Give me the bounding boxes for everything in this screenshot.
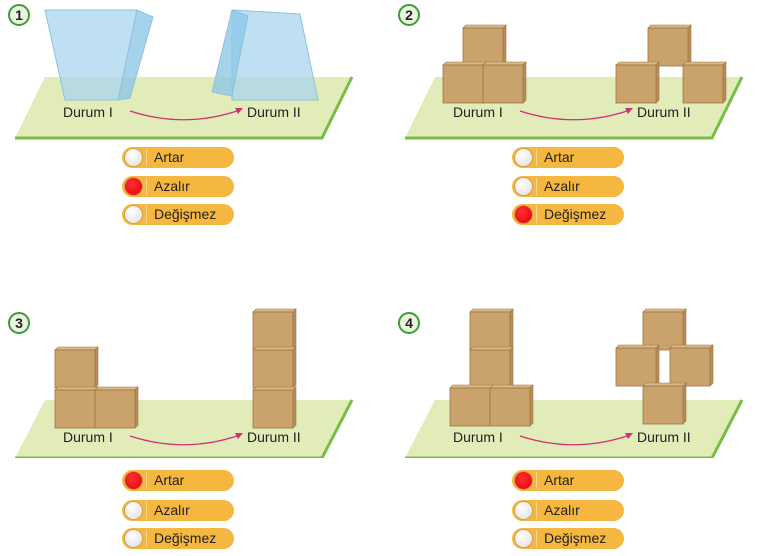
divider xyxy=(146,472,147,489)
option-label: Artar xyxy=(544,472,575,488)
box xyxy=(615,344,660,387)
option-label: Azalır xyxy=(544,178,580,194)
box xyxy=(469,308,514,351)
label-before: Durum I xyxy=(453,429,503,445)
label-after: Durum II xyxy=(247,104,301,120)
box xyxy=(482,61,527,104)
box xyxy=(252,308,297,351)
option-değişmez[interactable]: Değişmez xyxy=(512,528,624,549)
option-artar[interactable]: Artar xyxy=(512,470,624,491)
box xyxy=(252,346,297,389)
box xyxy=(642,382,687,425)
option-artar[interactable]: Artar xyxy=(512,147,624,168)
box xyxy=(54,386,99,429)
option-azalır[interactable]: Azalır xyxy=(122,176,234,197)
option-azalır[interactable]: Azalır xyxy=(512,500,624,521)
label-before: Durum I xyxy=(453,104,503,120)
option-artar[interactable]: Artar xyxy=(122,147,234,168)
box xyxy=(442,61,487,104)
box xyxy=(615,61,660,104)
label-before: Durum I xyxy=(63,429,113,445)
radio-selected-icon[interactable] xyxy=(124,471,143,490)
arrow-icon xyxy=(129,109,241,121)
question-number: 4 xyxy=(398,312,420,334)
question-number: 2 xyxy=(398,4,420,26)
divider xyxy=(536,530,537,547)
divider xyxy=(536,472,537,489)
option-label: Azalır xyxy=(544,502,580,518)
divider xyxy=(146,206,147,223)
question-number: 1 xyxy=(8,4,30,26)
arrow-icon xyxy=(519,434,631,446)
option-label: Artar xyxy=(154,472,185,488)
radio-icon[interactable] xyxy=(124,205,143,224)
radio-icon[interactable] xyxy=(124,148,143,167)
option-label: Azalır xyxy=(154,178,190,194)
radio-icon[interactable] xyxy=(514,501,533,520)
box xyxy=(449,384,494,427)
option-değişmez[interactable]: Değişmez xyxy=(122,204,234,225)
radio-icon[interactable] xyxy=(514,529,533,548)
option-azalır[interactable]: Azalır xyxy=(512,176,624,197)
option-artar[interactable]: Artar xyxy=(122,470,234,491)
scene xyxy=(15,9,354,140)
box xyxy=(469,346,514,389)
radio-selected-icon[interactable] xyxy=(514,205,533,224)
option-label: Azalır xyxy=(154,502,190,518)
radio-icon[interactable] xyxy=(514,148,533,167)
scene xyxy=(405,24,744,140)
box xyxy=(462,24,507,67)
radio-selected-icon[interactable] xyxy=(124,177,143,196)
option-azalır[interactable]: Azalır xyxy=(122,500,234,521)
scene xyxy=(15,308,354,458)
divider xyxy=(146,502,147,519)
radio-icon[interactable] xyxy=(514,177,533,196)
option-label: Artar xyxy=(154,149,185,165)
box xyxy=(682,61,727,104)
radio-icon[interactable] xyxy=(124,501,143,520)
divider xyxy=(536,149,537,166)
divider xyxy=(536,178,537,195)
divider xyxy=(146,149,147,166)
option-değişmez[interactable]: Değişmez xyxy=(122,528,234,549)
option-label: Değişmez xyxy=(154,206,217,222)
box xyxy=(642,308,687,351)
label-after: Durum II xyxy=(637,104,691,120)
divider xyxy=(536,206,537,223)
arrow-icon xyxy=(129,434,241,446)
radio-selected-icon[interactable] xyxy=(514,471,533,490)
option-değişmez[interactable]: Değişmez xyxy=(512,204,624,225)
arrow-icon xyxy=(519,109,631,121)
option-label: Artar xyxy=(544,149,575,165)
box xyxy=(647,24,692,67)
divider xyxy=(146,530,147,547)
label-after: Durum II xyxy=(247,429,301,445)
divider xyxy=(536,502,537,519)
question-number: 3 xyxy=(8,312,30,334)
radio-icon[interactable] xyxy=(124,529,143,548)
divider xyxy=(146,178,147,195)
box xyxy=(94,386,139,429)
box xyxy=(54,346,99,389)
label-after: Durum II xyxy=(637,429,691,445)
box xyxy=(252,386,297,429)
box xyxy=(489,384,534,427)
glass-prism-before xyxy=(44,9,154,101)
box xyxy=(669,344,714,387)
option-label: Değişmez xyxy=(544,530,607,546)
option-label: Değişmez xyxy=(544,206,607,222)
label-before: Durum I xyxy=(63,104,113,120)
scene xyxy=(405,308,744,458)
option-label: Değişmez xyxy=(154,530,217,546)
glass-prism-after xyxy=(211,9,319,101)
